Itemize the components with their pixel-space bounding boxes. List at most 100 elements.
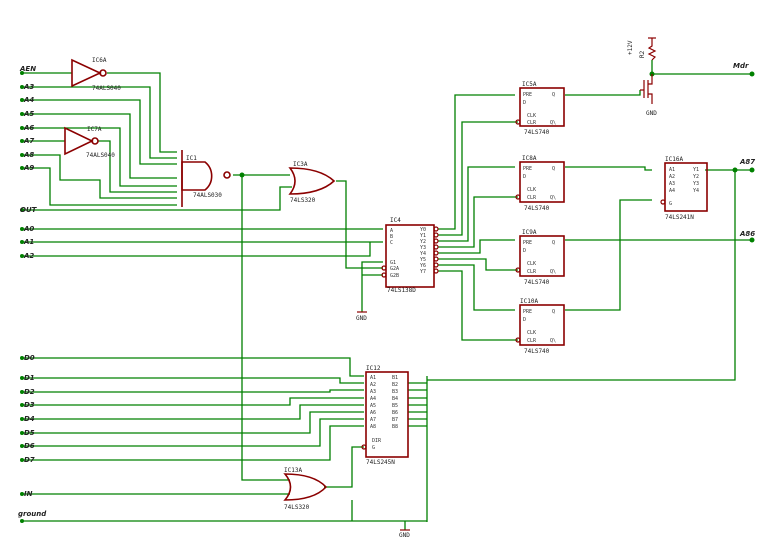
net-ground: ground — [18, 510, 47, 518]
svg-text:B6: B6 — [392, 410, 398, 416]
ic6a-inverter: IC6A 74ALS040 — [71, 57, 121, 92]
svg-text:Q\: Q\ — [550, 338, 556, 344]
ic16a-type: 74LS241N — [665, 214, 694, 221]
net-d3: D3 — [24, 401, 35, 409]
ic16a-buffer: IC16A 74LS241N A1 A2 A3 A4 G Y1 Y2 Y3 Y4 — [660, 156, 708, 221]
svg-text:C: C — [390, 240, 393, 246]
input-labels: AEN A3 A4 A5 A6 A7 A8 A9 OUT A0 A1 A2 D0… — [18, 65, 47, 518]
net-a86: A86 — [739, 230, 755, 238]
net-d2: D2 — [24, 388, 35, 396]
svg-text:PRE: PRE — [523, 309, 532, 315]
ic8a-name: IC8A — [522, 155, 537, 162]
svg-text:CLR: CLR — [527, 338, 537, 344]
gnd-symbols: GND GND — [356, 311, 410, 538]
net-a3: A3 — [23, 83, 34, 91]
net-d7: D7 — [24, 456, 35, 464]
svg-text:Y4: Y4 — [693, 188, 699, 194]
svg-text:A4: A4 — [669, 188, 675, 194]
svg-text:CLK: CLK — [527, 330, 536, 336]
svg-text:Y1: Y1 — [420, 233, 426, 239]
ic8a-flip-flop: IC8A 74LS740 PRE D CLK CLR Q Q\ — [515, 155, 565, 212]
ic13a-or-gate: IC13A 74LS320 — [283, 467, 328, 511]
net-a2: A2 — [23, 252, 34, 260]
svg-text:CLK: CLK — [527, 261, 536, 267]
svg-text:Q\: Q\ — [550, 195, 556, 201]
svg-text:A6: A6 — [370, 410, 376, 416]
ic4-name: IC4 — [390, 217, 401, 224]
ic5a-name: IC5A — [522, 81, 537, 88]
svg-text:D: D — [523, 248, 526, 254]
svg-text:B8: B8 — [392, 424, 398, 430]
r2-value: +12V — [627, 40, 634, 55]
svg-text:B: B — [390, 234, 393, 240]
ic16a-name: IC16A — [665, 156, 683, 163]
svg-text:A1: A1 — [370, 375, 376, 381]
svg-text:PRE: PRE — [523, 240, 532, 246]
svg-text:B4: B4 — [392, 396, 398, 402]
r2-name: R2 — [639, 50, 646, 58]
svg-text:G: G — [669, 201, 672, 207]
svg-text:B7: B7 — [392, 417, 398, 423]
ic7a-type: 74ALS040 — [86, 152, 115, 159]
svg-text:Q\: Q\ — [550, 269, 556, 275]
ic12-transceiver: IC12 74LS245N A1 A2 A3 A4 A5 A6 A7 A8 B1… — [361, 365, 409, 466]
svg-text:Y2: Y2 — [420, 239, 426, 245]
svg-text:G2B: G2B — [390, 273, 399, 279]
net-a9: A9 — [23, 164, 34, 172]
net-d5: D5 — [24, 429, 35, 437]
ic3a-name: IC3A — [293, 161, 308, 168]
net-d6: D6 — [24, 442, 35, 450]
svg-text:G2A: G2A — [390, 266, 399, 272]
net-a7: A7 — [23, 137, 34, 145]
svg-text:A3: A3 — [669, 181, 675, 187]
ic1-name: IC1 — [186, 155, 197, 162]
svg-text:CLK: CLK — [527, 113, 536, 119]
svg-text:A5: A5 — [370, 403, 376, 409]
ic9a-name: IC9A — [522, 229, 537, 236]
ic9a-flip-flop: IC9A 74LS740 PRE D CLK CLR Q Q\ — [515, 229, 565, 286]
svg-text:B1: B1 — [392, 375, 398, 381]
net-d0: D0 — [24, 354, 35, 362]
svg-text:A7: A7 — [370, 417, 376, 423]
ic6a-name: IC6A — [92, 57, 107, 64]
ic5a-flip-flop: IC5A 74LS740 PRE D CLK CLR Q Q\ — [515, 81, 565, 136]
svg-text:A2: A2 — [669, 174, 675, 180]
svg-text:A2: A2 — [370, 382, 376, 388]
svg-text:B5: B5 — [392, 403, 398, 409]
r2-pullup-and-transistor: GND R2 +12V — [627, 37, 657, 117]
ic4-gnd-label: GND — [356, 315, 367, 322]
junctions — [20, 71, 755, 523]
net-out: OUT — [20, 206, 38, 214]
svg-text:CLR: CLR — [527, 269, 537, 275]
net-a0: A0 — [23, 225, 34, 233]
svg-text:G1: G1 — [390, 260, 396, 266]
ic10a-name: IC10A — [520, 298, 538, 305]
net-a8: A8 — [23, 151, 34, 159]
net-a87: A87 — [739, 158, 755, 166]
svg-text:Y3: Y3 — [693, 181, 699, 187]
net-d1: D1 — [24, 374, 35, 382]
net-d4: D4 — [24, 415, 35, 423]
ic13a-name: IC13A — [284, 467, 302, 474]
ic3a-or-gate: IC3A 74LS320 — [288, 161, 336, 204]
svg-text:Y3: Y3 — [420, 245, 426, 251]
svg-text:Y6: Y6 — [420, 263, 426, 269]
svg-text:Q: Q — [552, 309, 555, 315]
svg-text:PRE: PRE — [523, 92, 532, 98]
ic4-decoder: IC4 74LS138D A B C G1 G2A G2B Y0 Y1 Y2 Y… — [381, 217, 439, 294]
svg-text:CLR: CLR — [527, 120, 537, 126]
transistor-gnd-label: GND — [646, 110, 657, 117]
output-labels: Mdr A87 A86 — [733, 62, 755, 238]
ic7a-inverter: IC7A 74ALS040 — [64, 126, 115, 159]
svg-text:G: G — [372, 445, 375, 451]
ic12-name: IC12 — [366, 365, 381, 372]
svg-text:B3: B3 — [392, 389, 398, 395]
svg-text:D: D — [523, 100, 526, 106]
svg-text:Y1: Y1 — [693, 167, 699, 173]
svg-text:Q: Q — [552, 166, 555, 172]
svg-text:Y5: Y5 — [420, 257, 426, 263]
svg-text:A1: A1 — [669, 167, 675, 173]
bottom-gnd-label: GND — [399, 532, 410, 538]
svg-text:A: A — [390, 228, 393, 234]
